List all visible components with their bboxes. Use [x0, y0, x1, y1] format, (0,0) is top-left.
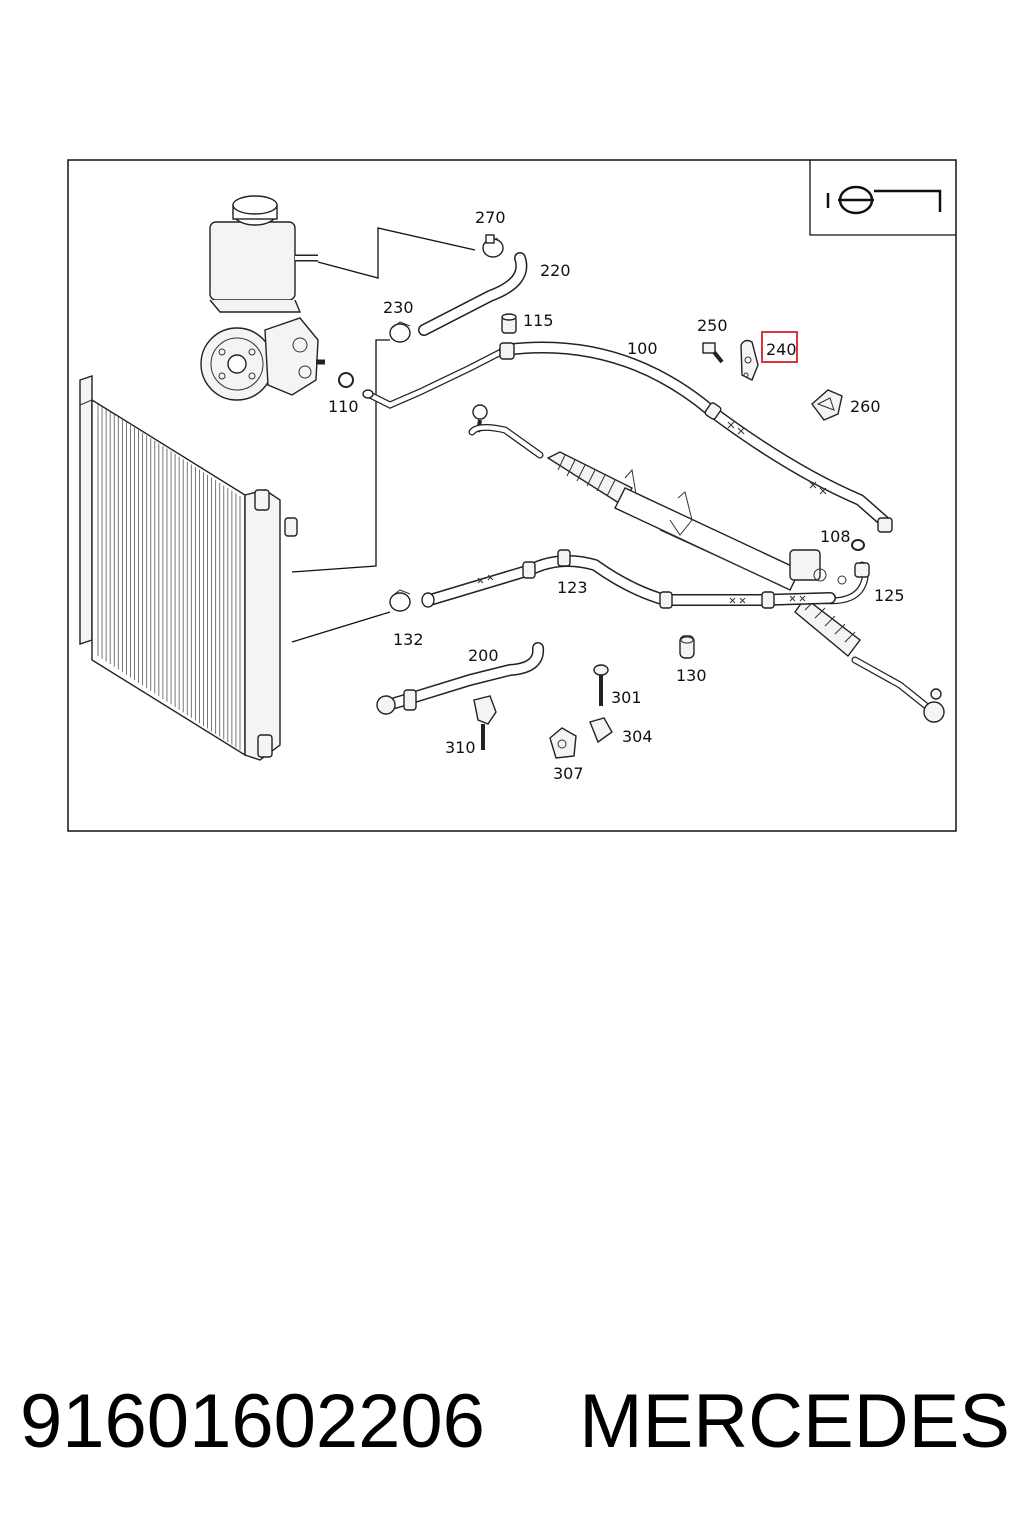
leader-pump-270 [317, 227, 476, 279]
part-115-bushing [501, 313, 517, 334]
part-270-clamp [482, 234, 504, 258]
part-260-clip [811, 389, 843, 421]
part-132-clamp [389, 589, 411, 612]
power-steering-pump [200, 195, 325, 401]
part-304-clip [589, 717, 613, 744]
callout-132: 132 [393, 630, 424, 649]
part-310-screw [473, 695, 497, 750]
leader-230 [291, 339, 390, 573]
brand-name: MERCEDES [579, 1379, 1010, 1464]
part-240-bracket [740, 339, 759, 381]
part-301-bolt [593, 664, 609, 706]
radiator [79, 375, 298, 761]
callout-250: 250 [697, 316, 728, 335]
diagram-frame [67, 159, 957, 832]
caption-bar: 91601602206 MERCEDES [20, 1372, 1010, 1472]
callout-304: 304 [622, 727, 653, 746]
callout-130: 130 [676, 666, 707, 685]
callout-123: 123 [557, 578, 588, 597]
part-307-mount [549, 727, 577, 759]
callout-310: 310 [445, 738, 476, 757]
callout-220: 220 [540, 261, 571, 280]
steering-wheel-icon [826, 185, 942, 215]
part-110-oring [338, 372, 354, 388]
callout-240: 240 [766, 340, 797, 359]
part-number: 91601602206 [20, 1379, 485, 1464]
leader-132 [291, 611, 391, 643]
highlight-box-240 [761, 331, 798, 363]
callout-301: 301 [611, 688, 642, 707]
part-108-washer [851, 539, 865, 551]
callout-115: 115 [523, 311, 554, 330]
callout-125: 125 [874, 586, 905, 605]
part-230-clamp [389, 321, 411, 343]
part-250-bolt [702, 342, 724, 364]
callout-260: 260 [850, 397, 881, 416]
callout-270: 270 [475, 208, 506, 227]
part-220-hose [418, 252, 528, 336]
callout-110: 110 [328, 397, 359, 416]
callout-108: 108 [820, 527, 851, 546]
callout-100: 100 [627, 339, 658, 358]
corner-inset [809, 160, 956, 236]
steering-rack [468, 404, 945, 723]
callout-230: 230 [383, 298, 414, 317]
callout-307: 307 [553, 764, 584, 783]
part-130-grommet [679, 635, 695, 659]
part-123-return-hose [421, 549, 836, 609]
callout-200: 200 [468, 646, 499, 665]
part-100-pressure-hose [362, 341, 893, 533]
part-200-hose [376, 642, 545, 715]
